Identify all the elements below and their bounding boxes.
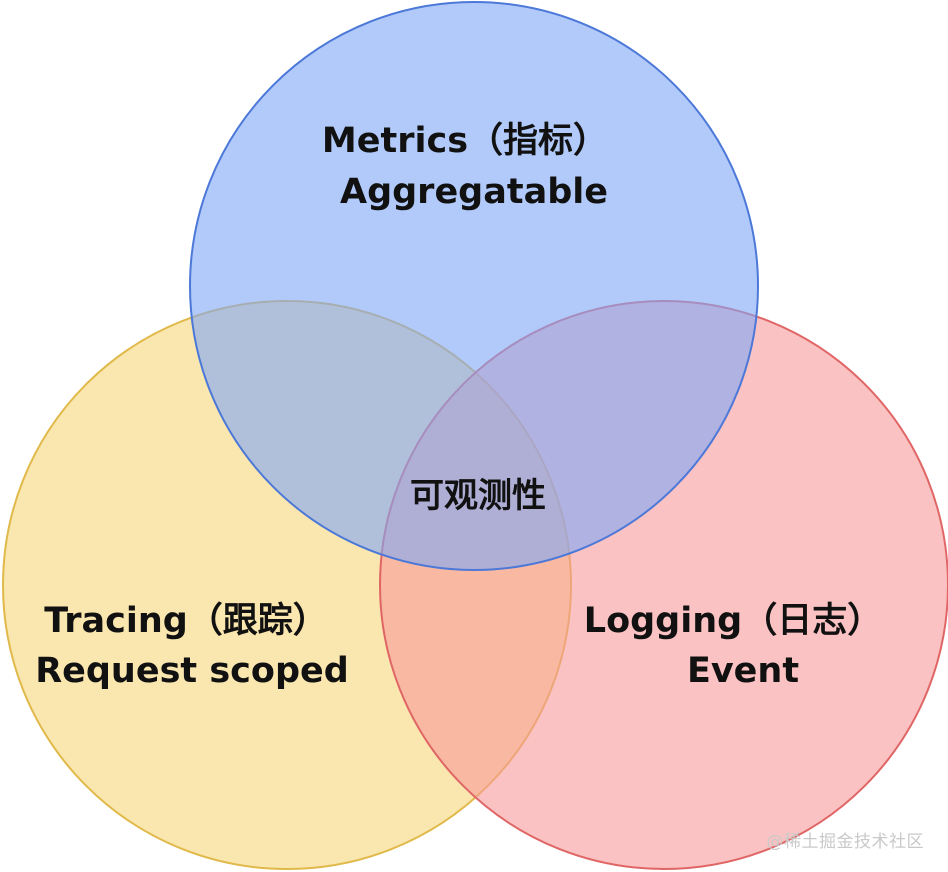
logging-subtitle: Event xyxy=(687,651,799,691)
metrics-title: Metrics（指标） xyxy=(322,121,608,161)
watermark: @稀土掘金技术社区 xyxy=(766,832,924,852)
center-label: 可观测性 xyxy=(410,476,546,516)
logging-title: Logging（日志） xyxy=(584,601,882,641)
metrics-subtitle: Aggregatable xyxy=(340,172,608,212)
circle-metrics xyxy=(189,1,759,571)
tracing-subtitle: Request scoped xyxy=(35,651,349,691)
tracing-title: Tracing（跟踪） xyxy=(44,601,328,641)
